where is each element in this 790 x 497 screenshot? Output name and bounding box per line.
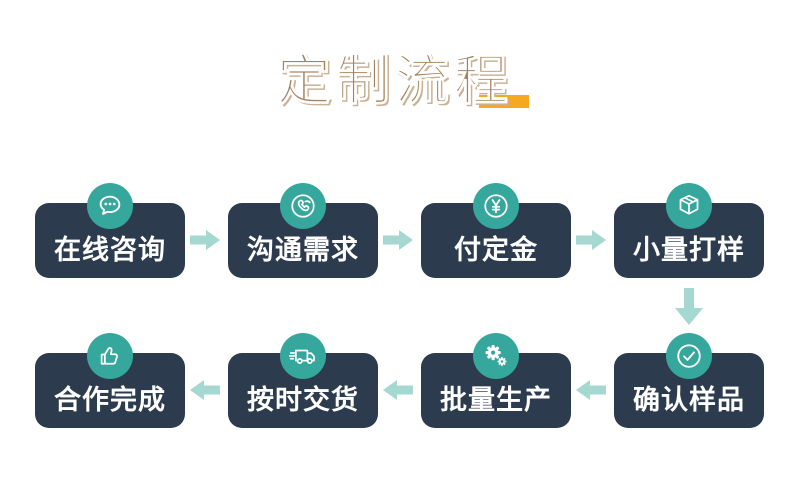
- phone-icon: [288, 191, 318, 221]
- step-icon-badge: [280, 183, 326, 229]
- delivery-truck-icon: [288, 341, 318, 371]
- cube-icon: [674, 191, 704, 221]
- step-label: 按时交货: [247, 385, 359, 415]
- yuan-coin-icon: [481, 191, 511, 221]
- step-icon-badge: [666, 183, 712, 229]
- step-cooperation-complete: 合作完成: [35, 333, 185, 428]
- arrow-left-icon: [576, 378, 606, 402]
- step-online-consultation: 在线咨询: [35, 183, 185, 278]
- step-icon-badge: [666, 333, 712, 379]
- step-label: 沟通需求: [247, 235, 359, 265]
- step-icon-badge: [87, 183, 133, 229]
- check-circle-icon: [674, 341, 704, 371]
- step-label: 小量打样: [633, 235, 745, 265]
- step-label: 付定金: [454, 235, 538, 265]
- step-icon-badge: [473, 183, 519, 229]
- step-label: 合作完成: [54, 385, 166, 415]
- step-mass-production: 批量生产: [421, 333, 571, 428]
- step-icon-badge: [280, 333, 326, 379]
- step-label: 批量生产: [440, 385, 552, 415]
- step-small-batch-sampling: 小量打样: [614, 183, 764, 278]
- step-pay-deposit: 付定金: [421, 183, 571, 278]
- arrow-left-icon: [190, 378, 220, 402]
- step-communicate-needs: 沟通需求: [228, 183, 378, 278]
- step-on-time-delivery: 按时交货: [228, 333, 378, 428]
- arrow-right-icon: [576, 228, 606, 252]
- arrow-right-icon: [383, 228, 413, 252]
- step-label: 在线咨询: [54, 235, 166, 265]
- title-underline-bar: [479, 95, 529, 109]
- arrow-left-icon: [383, 378, 413, 402]
- arrow-down-icon: [674, 288, 704, 325]
- step-icon-badge: [87, 333, 133, 379]
- gears-icon: [481, 341, 511, 371]
- step-icon-badge: [473, 333, 519, 379]
- page-title: 定制流程: [277, 51, 513, 112]
- arrow-right-icon: [190, 228, 220, 252]
- chat-bubble-icon: [95, 191, 125, 221]
- step-label: 确认样品: [633, 385, 745, 415]
- step-confirm-sample: 确认样品: [614, 333, 764, 428]
- thumbs-up-icon: [95, 341, 125, 371]
- page-title-wrap: 定制流程: [0, 51, 790, 112]
